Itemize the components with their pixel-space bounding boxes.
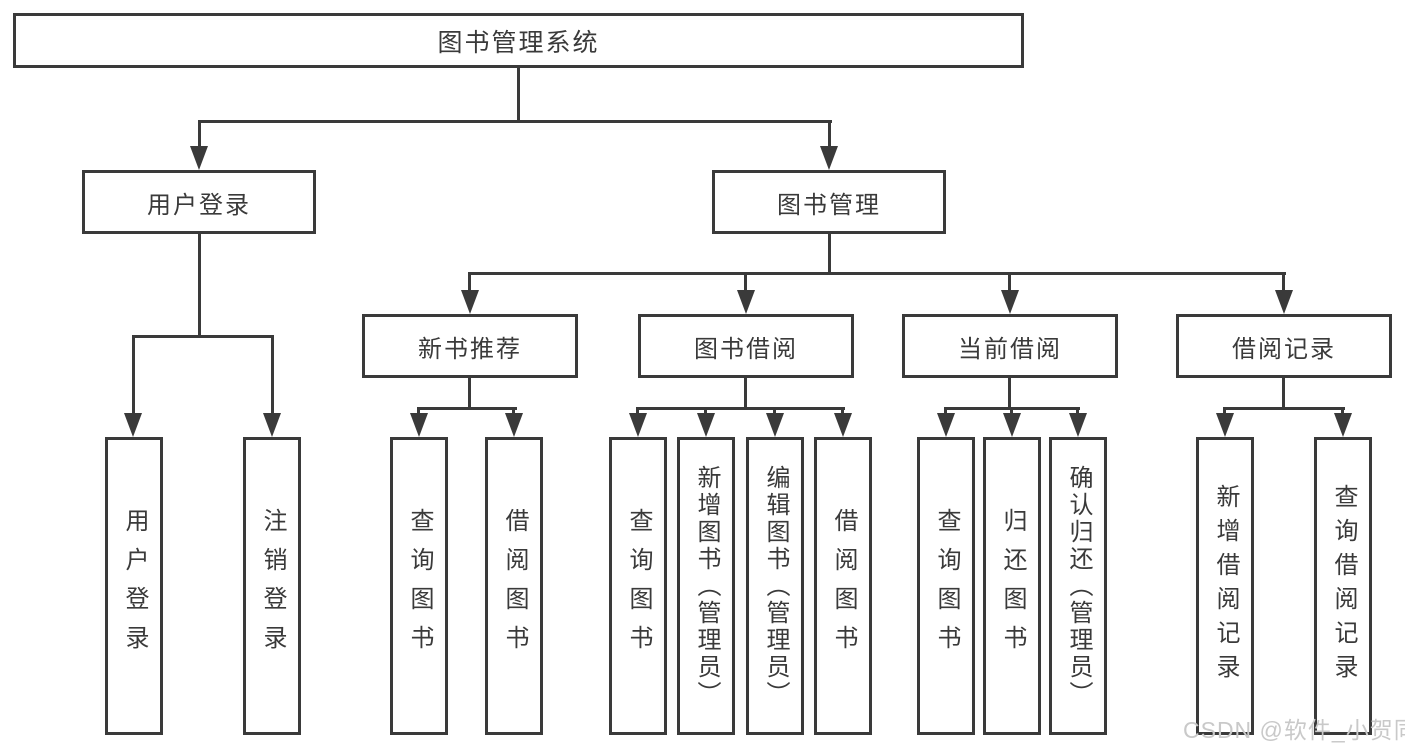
arrow-to-nb-borrow [505,413,523,437]
node-user-login: 用户登录 [82,170,316,234]
leaf-add-books-admin-label: 新增图书（管理员） [693,464,720,708]
arrow-to-current-borrowing [1001,290,1019,314]
connector-stub-current-borrowing [1008,272,1011,294]
arrow-to-user-login [190,146,208,170]
node-new-book-recommend-label: 新书推荐 [418,335,522,363]
connector-stub-br-query [1341,407,1344,417]
leaf-query-books-recommend-label: 查询图书 [406,508,433,664]
arrow-to-borrowing-records [1275,290,1293,314]
arrow-to-bb-add [697,413,715,437]
arrow-to-nb-query [410,413,428,437]
connector-stub-bb-borrow [841,407,844,417]
connector-stub-br-add [1223,407,1226,417]
arrow-to-leaf-user-login [124,413,142,437]
leaf-query-books-borrowing: 查询图书 [609,437,667,735]
node-book-borrowing: 图书借阅 [638,314,854,378]
leaf-confirm-return-admin-label: 确认归还（管理员） [1065,464,1092,708]
connector-stub-leaf-logout [271,335,274,417]
connector-stub-nb-borrow [512,407,515,417]
node-book-borrowing-label: 图书借阅 [694,335,798,363]
arrow-to-book-management [820,146,838,170]
leaf-add-borrow-record-label: 新增借阅记录 [1212,484,1239,688]
leaf-user-login: 用户登录 [105,437,163,735]
node-borrowing-records-label: 借阅记录 [1232,335,1336,363]
node-book-management-label: 图书管理 [777,191,881,219]
connector-new-book-stem [468,378,471,409]
leaf-query-borrow-record-label: 查询借阅记录 [1330,484,1357,688]
connector-user-login-branch [132,335,274,338]
leaf-add-borrow-record: 新增借阅记录 [1196,437,1254,735]
node-borrowing-records: 借阅记录 [1176,314,1392,378]
leaf-confirm-return-admin: 确认归还（管理员） [1049,437,1107,735]
node-library-system-label: 图书管理系统 [437,28,600,57]
arrow-to-bb-query [629,413,647,437]
leaf-borrow-books-recommend: 借阅图书 [485,437,543,735]
connector-stub-nb-query [417,407,420,417]
connector-stub-borrowing-records [1282,272,1285,294]
node-current-borrowing-label: 当前借阅 [958,335,1062,363]
leaf-query-books-current-label: 查询图书 [933,508,960,664]
connector-stub-bb-edit [773,407,776,417]
arrow-to-new-book [461,290,479,314]
connector-stub-leaf-user-login [132,335,135,417]
connector-book-management-stem [828,234,831,274]
leaf-user-login-label: 用户登录 [121,508,148,664]
leaf-edit-books-admin-label: 编辑图书（管理员） [762,464,789,708]
arrow-to-bb-borrow [834,413,852,437]
leaf-query-borrow-record: 查询借阅记录 [1314,437,1372,735]
node-book-management: 图书管理 [712,170,946,234]
connector-stub-cb-return [1010,407,1013,417]
node-new-book-recommend: 新书推荐 [362,314,578,378]
arrow-to-cb-query [937,413,955,437]
connector-stub-new-book [468,272,471,294]
arrow-to-cb-return [1003,413,1021,437]
arrow-to-leaf-logout [263,413,281,437]
arrow-to-cb-confirm [1069,413,1087,437]
arrow-to-br-query [1334,413,1352,437]
connector-stub-cb-confirm [1076,407,1079,417]
connector-stub-user-login [198,120,201,150]
node-library-system: 图书管理系统 [13,13,1024,68]
csdn-watermark: CSDN @软件_小贺同学 [1183,717,1405,743]
leaf-logout: 注销登录 [243,437,301,735]
connector-book-borrowing-stem [744,378,747,409]
node-current-borrowing: 当前借阅 [902,314,1118,378]
connector-borrowing-records-branch [1223,407,1345,410]
connector-user-login-stem [198,234,201,337]
leaf-logout-label: 注销登录 [259,508,286,664]
connector-stub-bb-add [704,407,707,417]
arrow-to-bb-edit [766,413,784,437]
connector-stub-book-borrowing [744,272,747,294]
arrow-to-br-add [1216,413,1234,437]
leaf-edit-books-admin: 编辑图书（管理员） [746,437,804,735]
leaf-borrow-books-recommend-label: 借阅图书 [501,508,528,664]
connector-stub-cb-query [944,407,947,417]
connector-stub-bb-query [636,407,639,417]
connector-book-borrowing-branch [636,407,845,410]
connector-current-borrowing-stem [1008,378,1011,409]
leaf-query-books-current: 查询图书 [917,437,975,735]
connector-book-management-branch [468,272,1286,275]
connector-new-book-branch [417,407,517,410]
connector-stub-book-management [828,120,831,150]
leaf-query-books-recommend: 查询图书 [390,437,448,735]
leaf-return-books-label: 归还图书 [999,508,1026,664]
connector-root-stem [517,68,520,123]
leaf-query-books-borrowing-label: 查询图书 [625,508,652,664]
leaf-borrow-books: 借阅图书 [814,437,872,735]
connector-borrowing-records-stem [1282,378,1285,409]
leaf-return-books: 归还图书 [983,437,1041,735]
node-user-login-label: 用户登录 [147,191,251,219]
connector-root-branch [198,120,832,123]
leaf-borrow-books-label: 借阅图书 [830,508,857,664]
arrow-to-book-borrowing [737,290,755,314]
leaf-add-books-admin: 新增图书（管理员） [677,437,735,735]
